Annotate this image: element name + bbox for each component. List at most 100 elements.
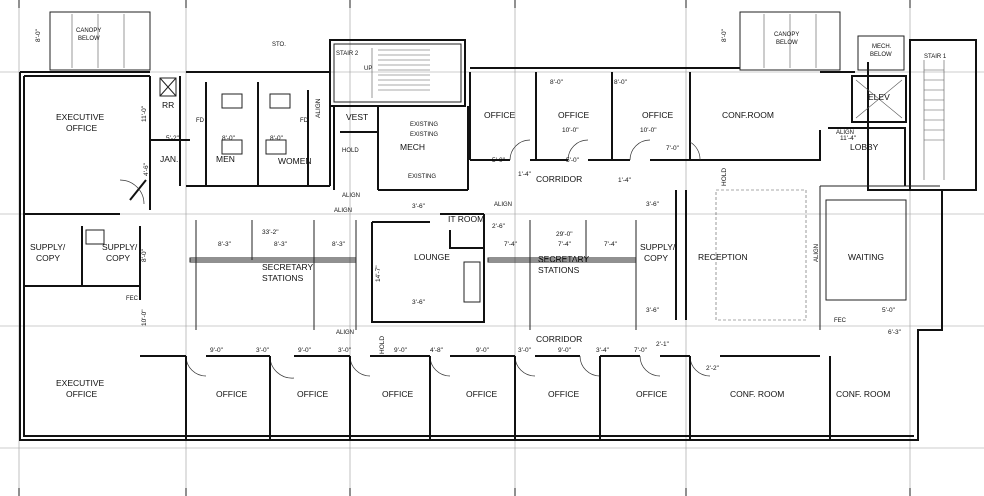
- mech-below-1: MECH.: [872, 44, 892, 50]
- exec-top-1: EXECUTIVE: [56, 112, 105, 122]
- supply-copy-2a: SUPPLY/: [102, 242, 138, 252]
- dim-5-0-waiting: 5'-0": [882, 307, 896, 314]
- dim-29-0: 29'-0": [556, 231, 573, 238]
- it-room-label: IT ROOM: [448, 214, 484, 224]
- exec-office-top: EXECUTIVE OFFICE 8'-0" 8'-0": [24, 28, 728, 215]
- dim-11-4: 11'-4": [840, 135, 857, 142]
- exec-bottom-2: OFFICE: [66, 389, 97, 399]
- dim-3-0-a: 3'-0": [256, 347, 270, 354]
- reception-waiting: RECEPTION WAITING ALIGN 3'-6" 3'-6" 5'-0…: [646, 168, 940, 330]
- sec-west-1: SECRETARY: [262, 262, 314, 272]
- lower-corridor: CORRIDOR FEC HOLD 2'-1" 2'-2": [126, 296, 820, 379]
- bottom-conf-room-1: CONF. ROOM: [730, 389, 784, 399]
- canopy-right: CANOPY BELOW: [739, 11, 841, 71]
- dim-3-6-lounge-top: 3'-6": [412, 203, 426, 210]
- secretary-stations-east: SECRETARY STATIONS 29'-0" 7'-4" 7'-4" 7'…: [487, 220, 637, 330]
- dim-33-2: 33'-2": [262, 229, 279, 236]
- fec-waiting: FEC: [834, 318, 847, 324]
- women-label: WOMEN: [278, 156, 312, 166]
- dim-10-0-a: 10'-0": [562, 127, 579, 134]
- dim-2-6: 2'-6": [492, 223, 506, 230]
- stair-2-label: STAIR 2: [336, 51, 359, 57]
- top-office-2: OFFICE: [558, 110, 589, 120]
- existing-2: EXISTING: [410, 132, 438, 138]
- dim-8-3-b: 8'-3": [274, 241, 288, 248]
- align-reception: ALIGN: [814, 244, 820, 262]
- align-core: ALIGN: [342, 193, 360, 199]
- corridor-bottom: CORRIDOR: [536, 334, 582, 344]
- dim-8-0-canopy-r: 8'-0": [721, 28, 728, 42]
- supply-copy-1a: SUPPLY/: [30, 242, 66, 252]
- men-label: MEN: [216, 154, 235, 164]
- mech-label: MECH: [400, 142, 425, 152]
- dim-11-0: 11'-0": [141, 105, 148, 122]
- top-conf-room: CONF.ROOM: [722, 110, 774, 120]
- restroom-core: RR JAN. MEN WOMEN FD FD 5'-2" 8'-0" 8'-0…: [141, 76, 331, 210]
- vest-mech: VEST MECH EXISTING EXISTING EXISTING HOL…: [315, 98, 469, 191]
- dim-8-0-women: 8'-0": [270, 135, 284, 142]
- vest-label: VEST: [346, 112, 368, 122]
- stair-2-up: UP: [364, 66, 372, 72]
- corridor-top: CORRIDOR: [536, 174, 582, 184]
- bottom-office-5: OFFICE: [548, 389, 579, 399]
- align-sec: ALIGN: [334, 208, 352, 214]
- lobby-label: LOBBY: [850, 142, 879, 152]
- exec-bottom-1: EXECUTIVE: [56, 378, 105, 388]
- supply-copy-rooms: SUPPLY/ COPY SUPPLY/ COPY SUPPLY/ COPY 8…: [24, 226, 676, 326]
- dim-3-0-c: 3'-0": [518, 347, 532, 354]
- dim-8-3-c: 8'-3": [332, 241, 346, 248]
- dim-9-0-d: 9'-0": [476, 347, 490, 354]
- waiting-label: WAITING: [848, 252, 884, 262]
- dim-7-0-b: 7'-0": [634, 347, 648, 354]
- bottom-office-2: OFFICE: [297, 389, 328, 399]
- supply-copy-3b: COPY: [644, 253, 668, 263]
- rr-label: RR: [162, 100, 174, 110]
- dim-9-0-c: 9'-0": [394, 347, 408, 354]
- sec-east-1: SECRETARY: [538, 254, 590, 264]
- lounge-it: LOUNGE IT ROOM 3'-6" 3'-6" 2'-6" 14'-7" …: [336, 202, 512, 336]
- dim-9-0-a: 9'-0": [210, 347, 224, 354]
- dim-6-3: 6'-3": [888, 329, 902, 336]
- align-it: ALIGN: [494, 202, 512, 208]
- existing-1: EXISTING: [410, 122, 438, 128]
- dim-3-6-rec-top: 3'-6": [646, 201, 660, 208]
- fec-west: FEC: [126, 296, 139, 302]
- dim-3-0-b: 3'-0": [338, 347, 352, 354]
- dim-8-0-top-a: 8'-0": [550, 79, 564, 86]
- canopy-left-label-1: CANOPY: [76, 28, 101, 34]
- dim-3-6-lounge-bot: 3'-6": [412, 299, 426, 306]
- dim-1-4-a: 1'-4": [518, 171, 532, 178]
- dim-4-8: 4'-8": [430, 347, 444, 354]
- top-office-1: OFFICE: [484, 110, 515, 120]
- hold-reception: HOLD: [721, 168, 728, 186]
- bottom-office-6: OFFICE: [636, 389, 667, 399]
- dim-8-0-men: 8'-0": [222, 135, 236, 142]
- dim-5-0-a: 5'-0": [566, 157, 580, 164]
- reception-label: RECEPTION: [698, 252, 748, 262]
- bottom-office-4: OFFICE: [466, 389, 497, 399]
- dim-7-4-c: 7'-4": [604, 241, 618, 248]
- dim-5-2: 5'-2": [166, 135, 180, 142]
- existing-3: EXISTING: [408, 174, 436, 180]
- stair-1-label: STAIR 1: [924, 54, 947, 60]
- secretary-stations-west: SECRETARY STATIONS 8'-3" 8'-3" 8'-3" 33'…: [189, 193, 360, 330]
- supply-copy-1b: COPY: [36, 253, 60, 263]
- supply-copy-2b: COPY: [106, 253, 130, 263]
- exterior-walls: [19, 62, 943, 441]
- sto-label: STO.: [272, 42, 286, 48]
- fd-label-2: FD: [300, 118, 309, 124]
- dim-1-4-b: 1'-4": [618, 177, 632, 184]
- hold-vest: HOLD: [342, 148, 359, 154]
- canopy-right-label-2: BELOW: [776, 40, 798, 46]
- dim-3-4: 3'-4": [596, 347, 610, 354]
- mech-below-2: BELOW: [870, 52, 892, 58]
- dim-2-1: 2'-1": [656, 341, 670, 348]
- top-row-rooms: OFFICE OFFICE OFFICE CONF.ROOM LOBBY 10'…: [469, 72, 906, 186]
- hold-corridor: HOLD: [379, 336, 386, 354]
- dim-9-0-b: 9'-0": [298, 347, 312, 354]
- bottom-conf-room-2: CONF. ROOM: [836, 389, 890, 399]
- align-lobby: ALIGN: [836, 130, 854, 136]
- dim-10-0-b: 10'-0": [640, 127, 657, 134]
